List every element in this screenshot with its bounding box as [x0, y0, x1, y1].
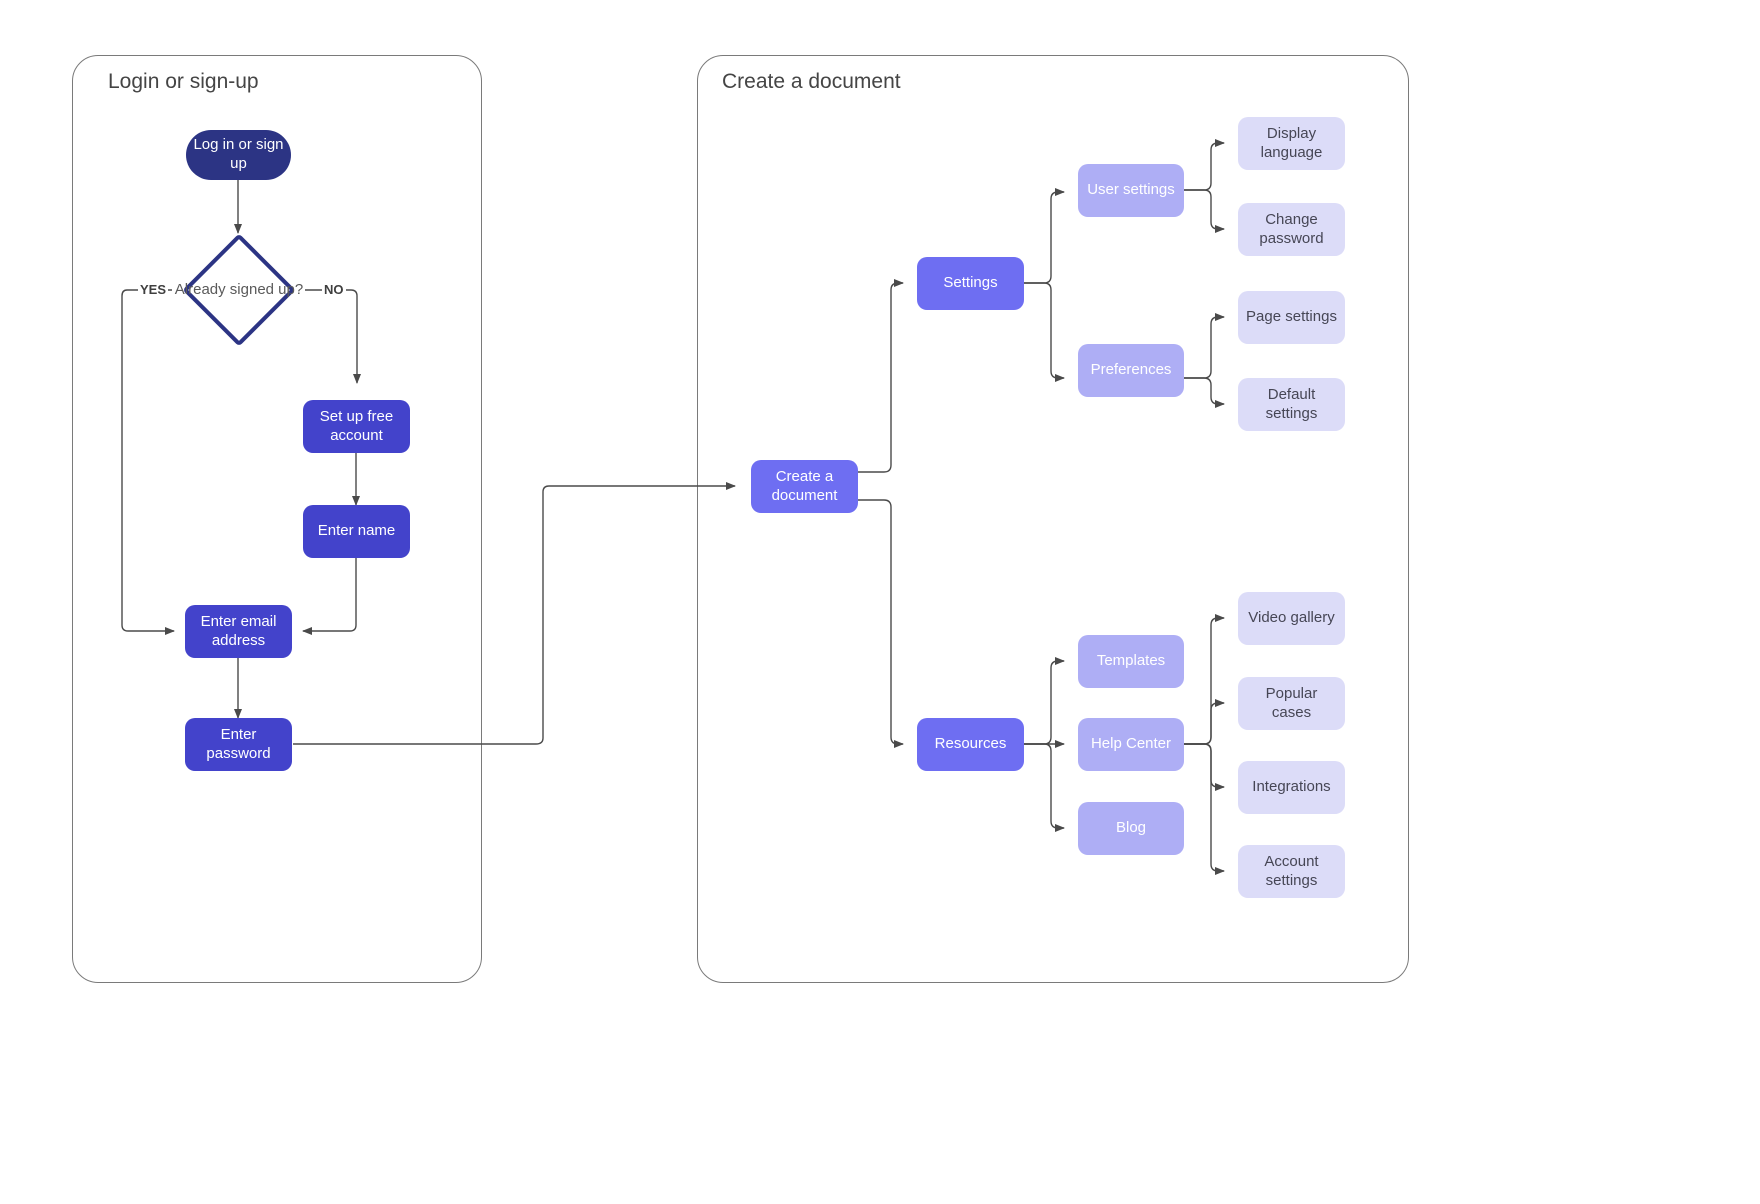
node-blog-label: Blog	[1115, 819, 1147, 837]
node-enter-password[interactable]: Enter password	[185, 718, 292, 771]
node-video-gallery[interactable]: Video gallery	[1238, 592, 1345, 645]
node-resources[interactable]: Resources	[917, 718, 1024, 771]
node-log-in-or-sign-up[interactable]: Log in or sign up	[186, 130, 291, 180]
node-change-password[interactable]: Change password	[1238, 203, 1345, 256]
node-page-settings-label: Page settings	[1246, 308, 1337, 326]
node-enter-email-address-label: Enter email address	[200, 612, 277, 649]
node-enter-name[interactable]: Enter name	[303, 505, 410, 558]
node-user-settings-label: User settings	[1087, 181, 1175, 199]
node-page-settings[interactable]: Page settings	[1238, 291, 1345, 344]
node-blog[interactable]: Blog	[1078, 802, 1184, 855]
node-settings-label: Settings	[943, 274, 998, 292]
edge-label-no: NO	[322, 282, 346, 297]
node-create-a-document-label: Create a document	[771, 467, 838, 504]
panel-login-signup-title: Login or sign-up	[108, 70, 259, 93]
node-help-center[interactable]: Help Center	[1078, 718, 1184, 771]
node-already-signed-up-label-wrap: Already signed up?	[174, 268, 304, 312]
node-log-in-or-sign-up-label: Log in or sign up	[193, 136, 284, 172]
node-popular-cases[interactable]: Popular cases	[1238, 677, 1345, 730]
node-user-settings[interactable]: User settings	[1078, 164, 1184, 217]
node-display-language-label: Display language	[1260, 124, 1323, 161]
node-display-language[interactable]: Display language	[1238, 117, 1345, 170]
node-enter-name-label: Enter name	[317, 522, 396, 540]
node-already-signed-up-label: Already signed up?	[174, 280, 304, 298]
node-integrations[interactable]: Integrations	[1238, 761, 1345, 814]
node-settings[interactable]: Settings	[917, 257, 1024, 310]
panel-create-document-title: Create a document	[722, 70, 901, 93]
panel-create-document	[697, 55, 1409, 983]
node-create-a-document[interactable]: Create a document	[751, 460, 858, 513]
panel-login-signup	[72, 55, 482, 983]
node-default-settings[interactable]: Default settings	[1238, 378, 1345, 431]
node-account-settings[interactable]: Account settings	[1238, 845, 1345, 898]
node-set-up-free-account-label: Set up free account	[319, 407, 394, 444]
node-help-center-label: Help Center	[1090, 735, 1172, 753]
node-preferences-label: Preferences	[1090, 361, 1172, 379]
node-video-gallery-label: Video gallery	[1248, 609, 1335, 627]
node-popular-cases-label: Popular cases	[1265, 684, 1318, 721]
node-set-up-free-account[interactable]: Set up free account	[303, 400, 410, 453]
node-resources-label: Resources	[934, 735, 1007, 753]
node-templates[interactable]: Templates	[1078, 635, 1184, 688]
node-default-settings-label: Default settings	[1265, 385, 1318, 422]
node-enter-email-address[interactable]: Enter email address	[185, 605, 292, 658]
node-preferences[interactable]: Preferences	[1078, 344, 1184, 397]
node-templates-label: Templates	[1096, 652, 1166, 670]
node-enter-password-label: Enter password	[206, 725, 271, 762]
edge-label-yes: YES	[138, 282, 169, 297]
node-integrations-label: Integrations	[1252, 778, 1331, 796]
node-account-settings-label: Account settings	[1264, 852, 1319, 889]
node-change-password-label: Change password	[1259, 210, 1324, 247]
